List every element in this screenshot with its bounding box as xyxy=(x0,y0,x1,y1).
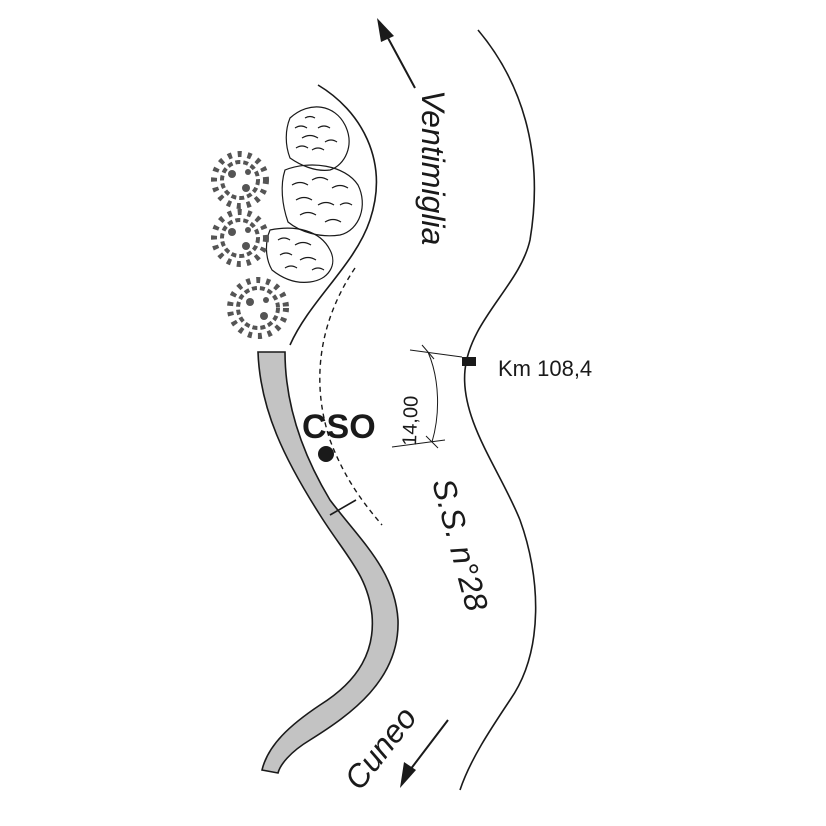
arrow-north-icon xyxy=(377,18,416,89)
rock-icon xyxy=(265,106,363,283)
tree-icon xyxy=(211,151,269,209)
label-cuneo: Cuneo xyxy=(337,700,423,796)
point-dot-icon xyxy=(318,446,334,462)
road-edge-east xyxy=(459,29,537,791)
tree-icon xyxy=(211,209,269,267)
label-point: CSO xyxy=(302,408,376,446)
label-km-post: Km 108,4 xyxy=(498,356,592,381)
label-road-name: S.S. n°28 xyxy=(425,474,495,614)
channel-joint xyxy=(329,499,357,516)
tree-icon xyxy=(227,277,289,339)
arrow-south-icon xyxy=(400,719,449,788)
road-edge-west xyxy=(289,84,378,346)
km-post-icon xyxy=(462,357,476,366)
drainage-channel xyxy=(257,351,399,774)
label-dimension: 14,00 xyxy=(399,395,423,446)
dashed-line xyxy=(319,267,383,526)
label-ventimiglia: Ventimiglia xyxy=(415,90,451,245)
dimension-line xyxy=(391,344,463,449)
